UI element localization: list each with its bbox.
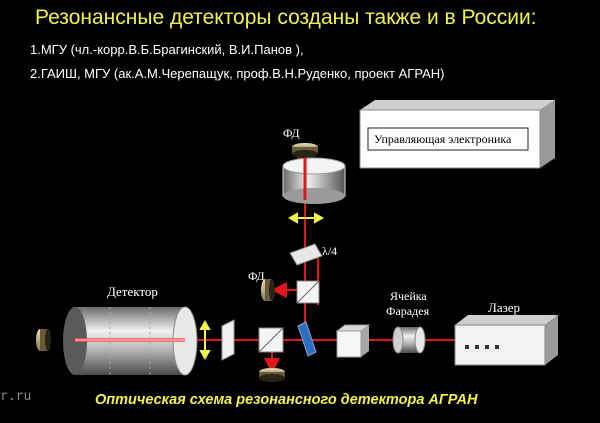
faraday-cell: Ячейка Фарадея: [386, 289, 430, 354]
double-arrow-horizontal: [287, 212, 325, 224]
polarizer-cube: [335, 324, 371, 358]
slide-title: Резонансные детекторы созданы также и в …: [35, 6, 537, 29]
detector-label: Детектор: [107, 284, 158, 299]
photodiode-left: [36, 329, 51, 351]
control-box-label: Управляющая электроника: [374, 132, 512, 146]
faraday-label-1: Ячейка: [390, 289, 427, 303]
laser-box: Лазер: [454, 300, 558, 366]
diagram-caption: Оптическая схема резонансного детектора …: [95, 392, 478, 408]
photodiode-mid: ФД: [248, 269, 275, 301]
detector-cylinder: Детектор: [63, 284, 198, 376]
tilted-plate: [221, 319, 235, 361]
photodiode-bottom: [259, 368, 285, 382]
photodiode-top: ФД: [283, 126, 318, 158]
pd-top-label: ФД: [283, 126, 300, 140]
watermark: r.ru: [0, 389, 32, 404]
beam-splitter-upper: [296, 280, 320, 304]
mirror-blue: [297, 321, 317, 357]
faraday-label-2: Фарадея: [386, 304, 430, 318]
list-item-msu: 1.МГУ (чл.-корр.В.Б.Брагинский, В.И.Пано…: [30, 42, 304, 57]
list-item-gaish: 2.ГАИШ, МГУ (ак.А.М.Черепащук, проф.В.Н.…: [30, 66, 445, 81]
pd-mid-label: ФД: [248, 269, 265, 283]
beam-splitter-lower: [258, 327, 284, 353]
quarter-wave-label: λ/4: [322, 244, 337, 258]
quarter-wave-plate: λ/4: [289, 243, 337, 266]
vertical-resonator: [282, 157, 346, 204]
laser-label: Лазер: [488, 300, 520, 315]
control-electronics-box: Управляющая электроника: [359, 100, 555, 169]
double-arrow-vertical: [199, 319, 211, 361]
